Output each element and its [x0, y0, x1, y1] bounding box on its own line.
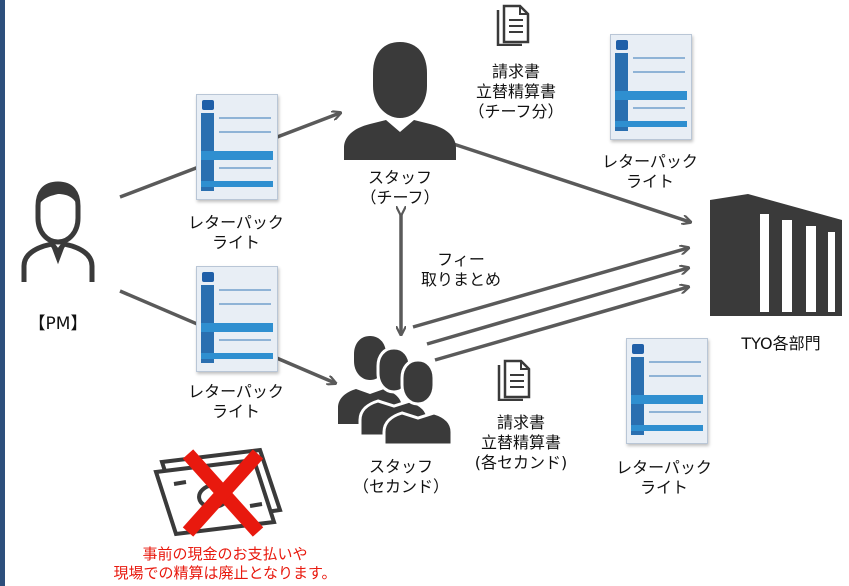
letterpack-pm-second-image [196, 266, 278, 372]
pm-label: 【PM】 [28, 314, 88, 334]
letterpack-chief-tyo-label: レターパック ライト [602, 152, 698, 191]
fee-label: フィー 取りまとめ [420, 250, 501, 289]
letterpack-second-tyo-label: レターパック ライト [616, 458, 712, 497]
letterpack-chief-tyo-image [610, 34, 692, 140]
second-label: スタッフ （セカンド） [352, 457, 449, 496]
group-silhouette-icon [338, 336, 454, 446]
arrow-second-to-tyo-1 [412, 248, 688, 329]
tyo-label: TYO各部門 [741, 334, 821, 353]
person-outline-icon [21, 181, 95, 282]
person-silhouette-icon [344, 42, 456, 160]
letterpack-pm-chief-image [196, 94, 278, 200]
letterpack-second-tyo-image [626, 338, 708, 444]
document-icon [496, 4, 530, 46]
doc-chief-label: 請求書 立替精算書 （チーフ分） [468, 62, 564, 121]
document-icon [497, 359, 531, 401]
warning-text: 事前の現金のお支払いや 現場での精算は廃止となります。 [113, 545, 337, 582]
arrow-second-to-tyo-2 [426, 268, 688, 346]
cash-crossed-icon [153, 447, 283, 537]
letterpack-pm-second-label: レターパック ライト [188, 382, 284, 421]
arrow-second-to-tyo-3 [434, 287, 688, 362]
building-icon [710, 194, 842, 316]
chief-label: スタッフ （チーフ） [360, 168, 440, 207]
arrow-chief-to-tyo [419, 131, 690, 222]
letterpack-pm-chief-label: レターパック ライト [188, 213, 284, 252]
left-border [0, 0, 5, 586]
doc-second-label: 請求書 立替精算書 (各セカンド) [474, 413, 568, 472]
